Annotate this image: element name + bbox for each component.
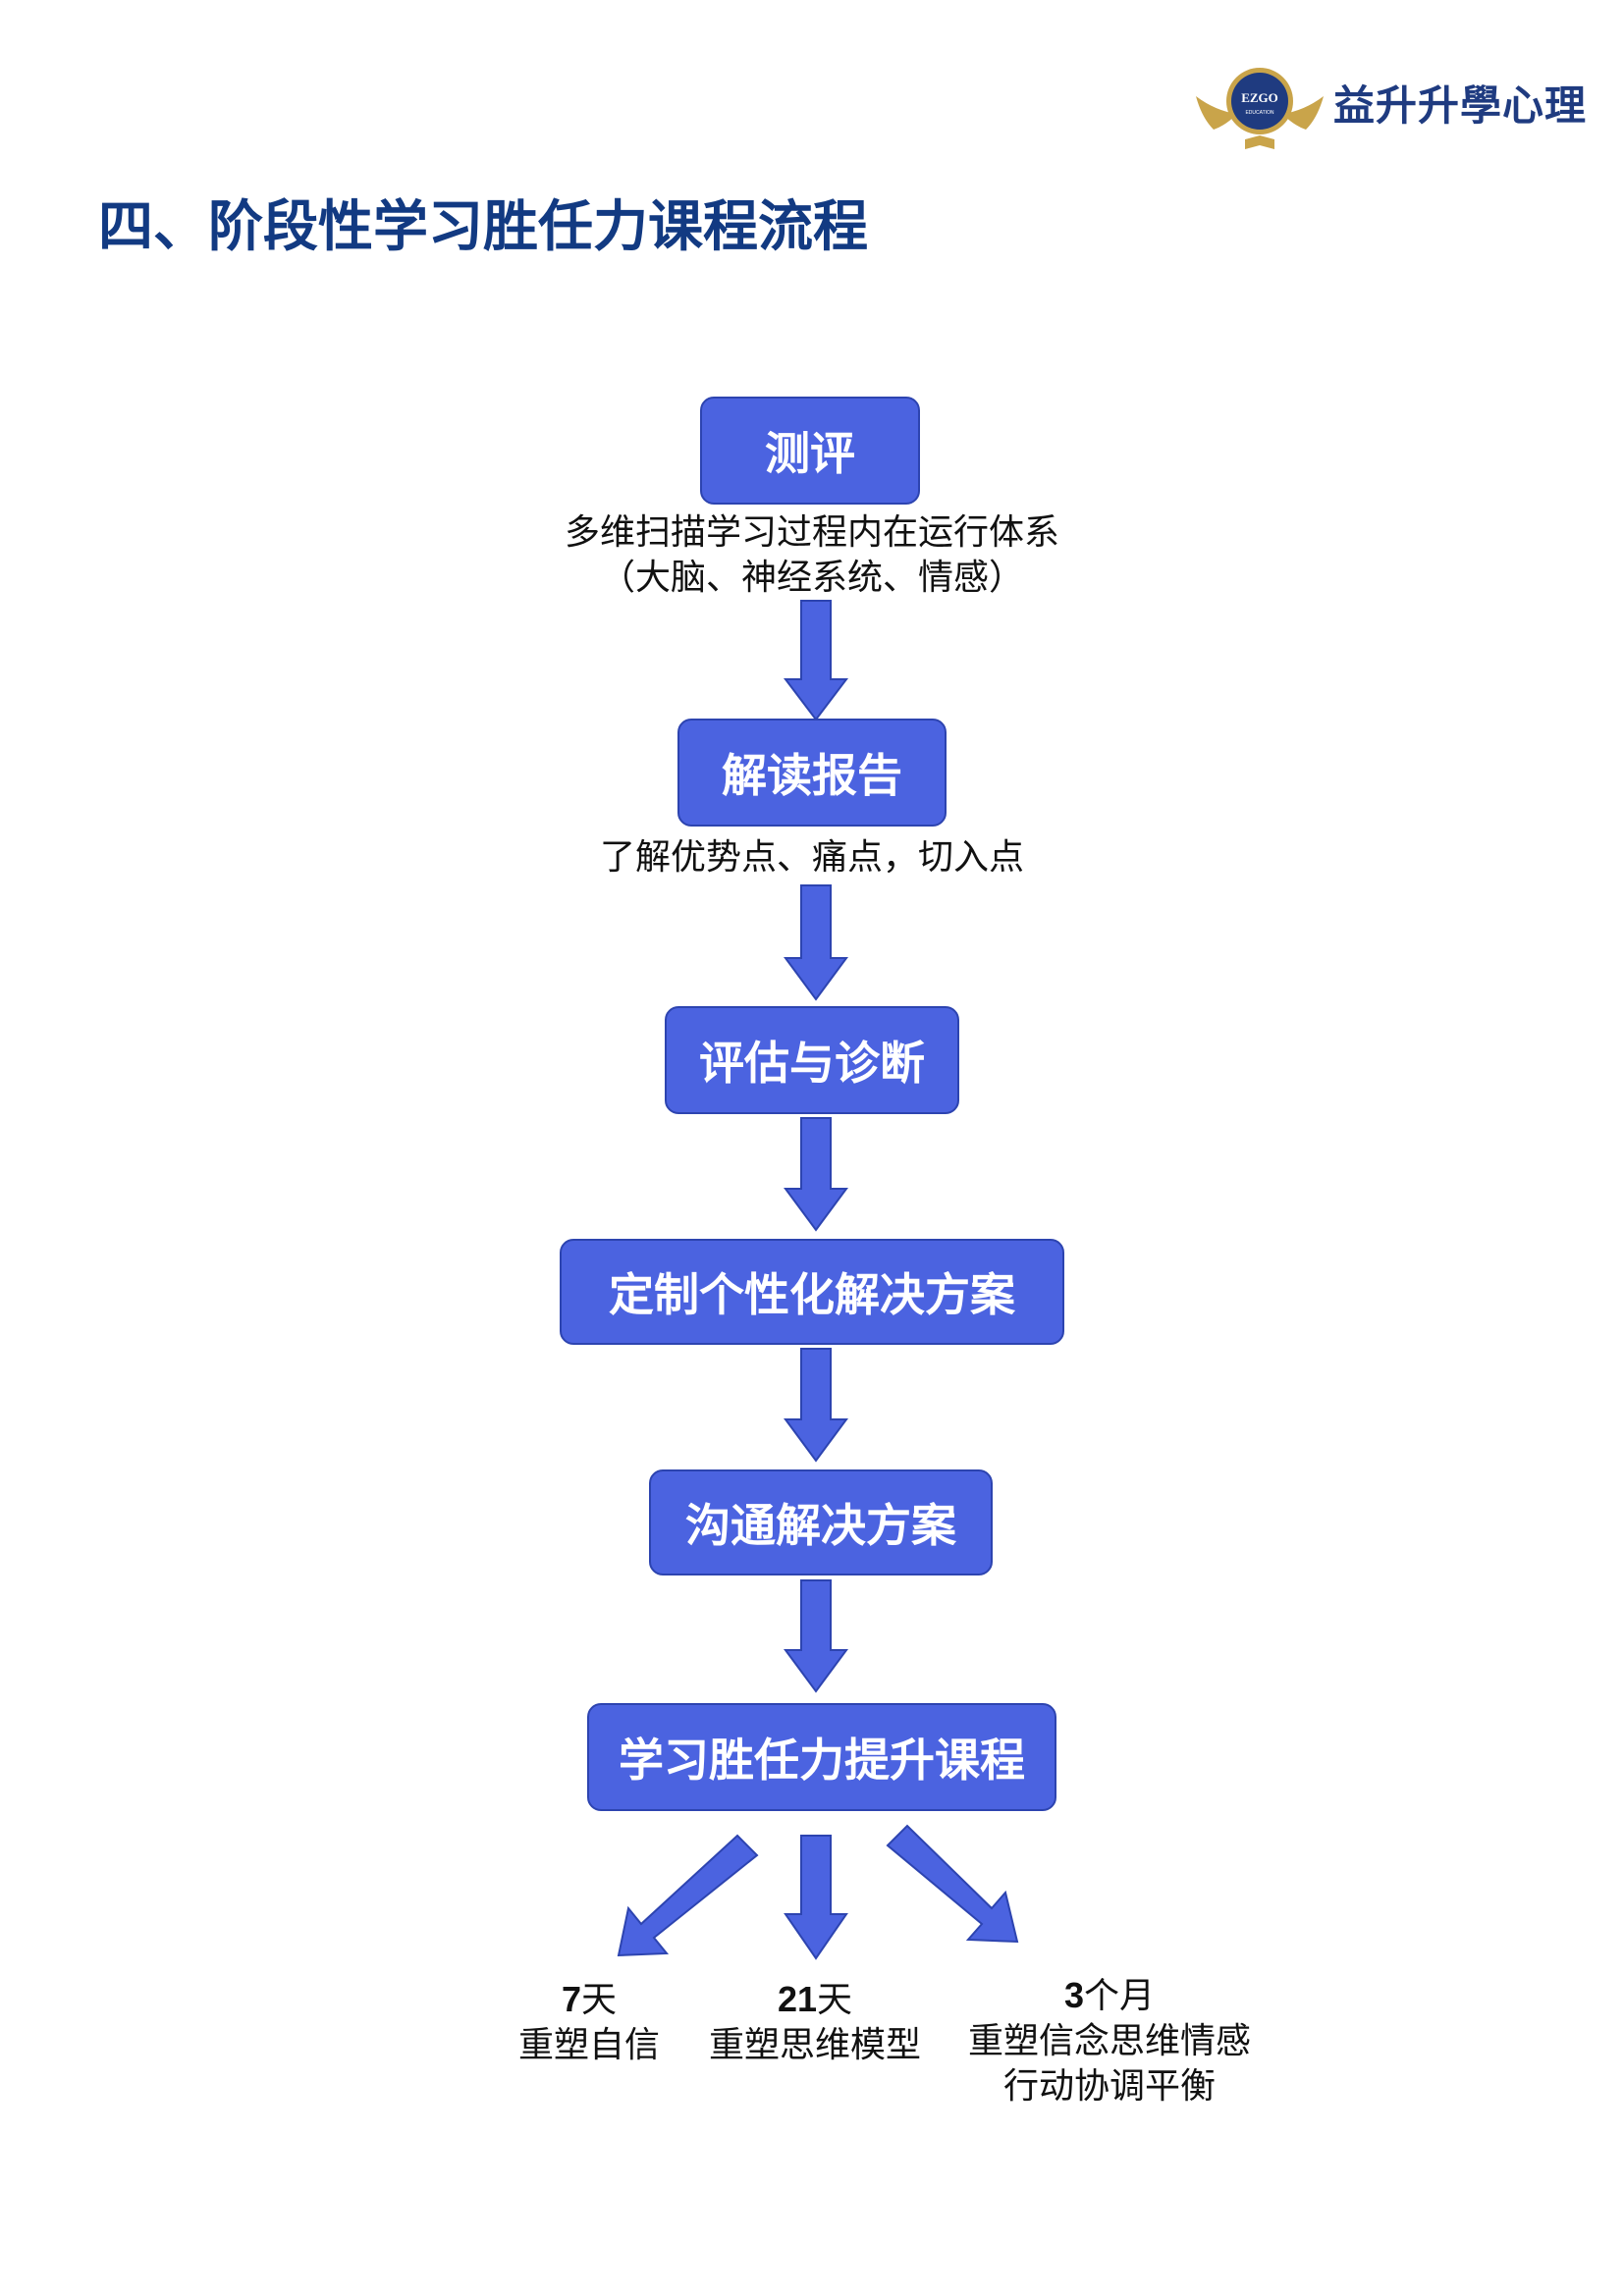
step-assessment-note: 多维扫描学习过程内在运行体系 （大脑、神经系统、情感）: [517, 510, 1107, 601]
down-arrow-1: [783, 600, 849, 721]
step-assessment-note-line2: （大脑、神经系统、情感）: [599, 558, 1024, 598]
outcome-3-months-text-1: 重塑信念思维情感: [967, 2021, 1251, 2061]
outcome-21-days: 21天 重塑思维模型: [687, 1977, 943, 2068]
outcome-7-days: 7天 重塑自信: [471, 1977, 707, 2068]
logo-left-wing: [1196, 96, 1237, 130]
step-report-label: 解读报告: [722, 749, 902, 802]
outcome-7-days-number: 7: [561, 1979, 581, 2019]
down-arrow-right: [886, 1824, 1019, 1944]
step-report-note: 了解优势点、痛点，切入点: [599, 837, 1024, 878]
step-course-label: 学习胜任力提升课程: [619, 1734, 1025, 1787]
outcome-3-months: 3个月 重塑信念思维情感 行动协调平衡: [933, 1973, 1286, 2109]
step-communicate-label: 沟通解决方案: [685, 1499, 956, 1552]
down-arrow-3: [784, 1117, 848, 1232]
outcome-7-days-unit: 天: [581, 1980, 618, 2020]
step-assessment-note-line1: 多维扫描学习过程内在运行体系: [564, 512, 1059, 553]
down-arrow-4: [784, 1348, 848, 1463]
ezgo-logo: EZGO EDUCATION: [1196, 68, 1324, 149]
down-arrow-center: [784, 1835, 848, 1960]
outcome-21-days-text: 重塑思维模型: [708, 2025, 921, 2065]
logo-disc: [1231, 73, 1288, 130]
outcome-21-days-number: 21: [777, 1979, 818, 2019]
outcome-3-months-unit: 个月: [1084, 1976, 1156, 2016]
down-arrow-5: [784, 1579, 848, 1693]
outcome-3-months-text-2: 行动协调平衡: [1002, 2066, 1216, 2107]
step-diagnosis-label: 评估与诊断: [699, 1037, 925, 1090]
logo-book-icon: [1245, 135, 1274, 149]
down-arrow-left: [617, 1834, 759, 1957]
outcome-21-days-unit: 天: [817, 1980, 853, 2020]
step-course-box: 学习胜任力提升课程: [587, 1703, 1056, 1811]
page-title: 四、阶段性学习胜任力课程流程: [98, 195, 868, 259]
outcome-3-months-number: 3: [1063, 1975, 1084, 2015]
step-communicate-box: 沟通解决方案: [649, 1469, 993, 1575]
step-assessment-box: 测评: [700, 397, 920, 505]
logo-right-wing: [1282, 96, 1324, 130]
logo-text: EZGO: [1241, 90, 1278, 105]
step-custom-plan-label: 定制个性化解决方案: [609, 1268, 1015, 1321]
brand-name: 益升升學心理: [1333, 81, 1588, 130]
down-arrow-2: [784, 884, 848, 1001]
step-report-box: 解读报告: [677, 719, 947, 827]
logo-subtext: EDUCATION: [1245, 110, 1273, 116]
step-assessment-label: 测评: [765, 427, 855, 480]
step-custom-plan-box: 定制个性化解决方案: [560, 1239, 1064, 1345]
outcome-7-days-text: 重塑自信: [517, 2025, 660, 2065]
step-diagnosis-box: 评估与诊断: [665, 1006, 959, 1114]
